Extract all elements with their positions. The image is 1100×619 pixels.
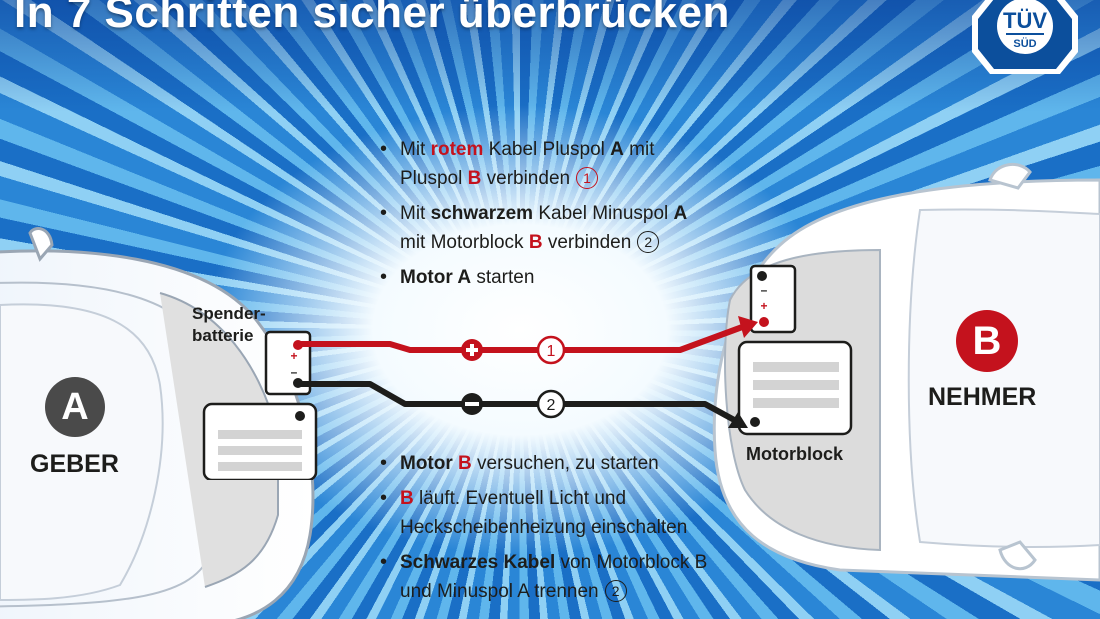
step-connect-black: Mit schwarzem Kabel Minuspol A mit Motor… [378,199,687,257]
receiver-role-label: NEHMER [928,383,1037,411]
step-start-b: Motor B versuchen, zu starten [378,449,707,478]
step-disconnect-black: Schwarzes Kabel von Motorblock B und Min… [378,548,707,606]
donor-role-label: GEBER [30,450,119,478]
badge-a: A [45,377,105,437]
receiver-negative-terminal [757,271,767,281]
step-connect-red: Mit rotem Kabel Pluspol A mit Pluspol B … [378,135,687,193]
svg-text:–: – [291,365,298,379]
donor-engine [202,402,318,480]
svg-text:+: + [760,299,767,313]
step-start-a: Motor A starten [378,263,687,292]
badge-b: B [956,310,1018,372]
donor-battery-label: Spender- batterie [192,304,266,345]
logo-top-text: TÜV [1003,8,1047,33]
step-b-running: B läuft. Eventuell Licht und Heckscheibe… [378,484,707,542]
after-start-steps: Motor B versuchen, zu starten B läuft. E… [378,449,707,612]
donor-components: + – [202,330,318,480]
engine-block-label: Motorblock [746,444,843,464]
header-band [0,0,1100,112]
svg-text:–: – [761,283,768,297]
receiver-battery [749,264,797,334]
tuv-sud-logo: TÜV SÜD [972,0,1078,74]
receiver-components: – + [737,264,853,436]
logo-bottom-text: SÜD [1013,37,1036,50]
page-title: In 7 Schritten sicher überbrücken [14,0,730,37]
donor-battery [264,330,312,396]
svg-text:+: + [290,349,297,363]
connect-steps: Mit rotem Kabel Pluspol A mit Pluspol B … [378,135,687,298]
donor-negative-terminal [293,378,303,388]
receiver-positive-terminal [759,317,769,327]
